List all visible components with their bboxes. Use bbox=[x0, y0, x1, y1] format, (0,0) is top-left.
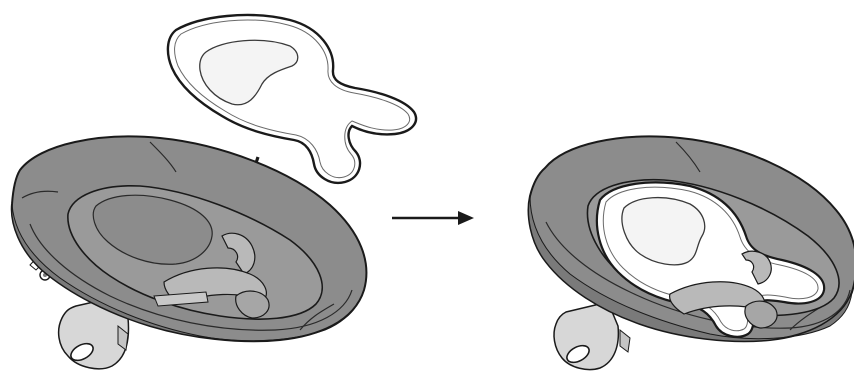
bouncer-seat-with-insert bbox=[529, 136, 854, 369]
bouncer-seat bbox=[12, 136, 367, 368]
transition-arrow bbox=[392, 211, 474, 225]
